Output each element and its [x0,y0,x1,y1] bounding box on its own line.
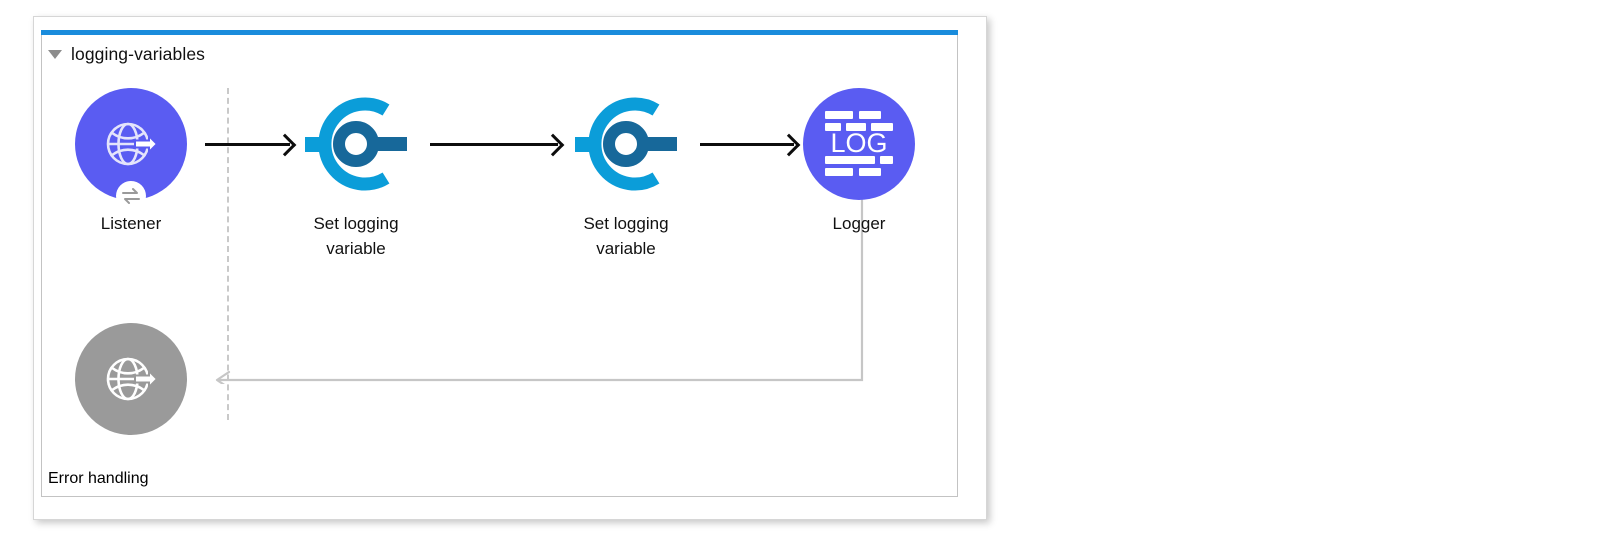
logging-variable-icon [305,97,407,191]
triangle-down-icon[interactable] [48,49,62,59]
node-set-logging-variable-1-icon[interactable] [300,88,412,200]
connector-set-logging-variable-1-to-2 [430,143,558,146]
node-listener-circle[interactable] [75,88,187,211]
flow-name-label: logging-variables [71,43,206,64]
node-set-logging-variable-2-icon[interactable] [570,88,682,200]
node-logger-label: Logger [832,214,886,233]
node-set-logging-variable-1-label: Set logging variable [313,214,399,258]
node-listener[interactable]: Listener [75,88,187,236]
flow-header[interactable]: logging-variables [48,41,205,67]
error-handling-header[interactable]: Error handling [48,466,149,492]
node-set-logging-variable-2-label: Set logging variable [583,214,669,258]
flow-panel-accent-bar [41,30,958,35]
connector-listener-to-set-logging-variable-1 [205,143,290,146]
globe-arrow-icon [106,122,159,166]
globe-arrow-icon [106,357,159,401]
error-handling-label: Error handling [48,470,149,487]
node-logger[interactable]: LOG Logger [803,88,915,236]
node-listener-response[interactable] [75,323,187,446]
log-icon: LOG [825,111,893,176]
log-icon-text: LOG [830,128,887,158]
request-response-icon [116,181,146,211]
logging-variable-icon [575,97,677,191]
node-set-logging-variable-2[interactable]: Set logging variable [570,88,682,261]
node-listener-response-circle[interactable] [75,323,187,435]
node-set-logging-variable-1[interactable]: Set logging variable [300,88,412,261]
source-process-divider [227,88,229,420]
node-listener-label: Listener [100,214,162,233]
connector-set-logging-variable-2-to-logger [700,143,794,146]
node-logger-circle[interactable]: LOG [803,88,915,200]
